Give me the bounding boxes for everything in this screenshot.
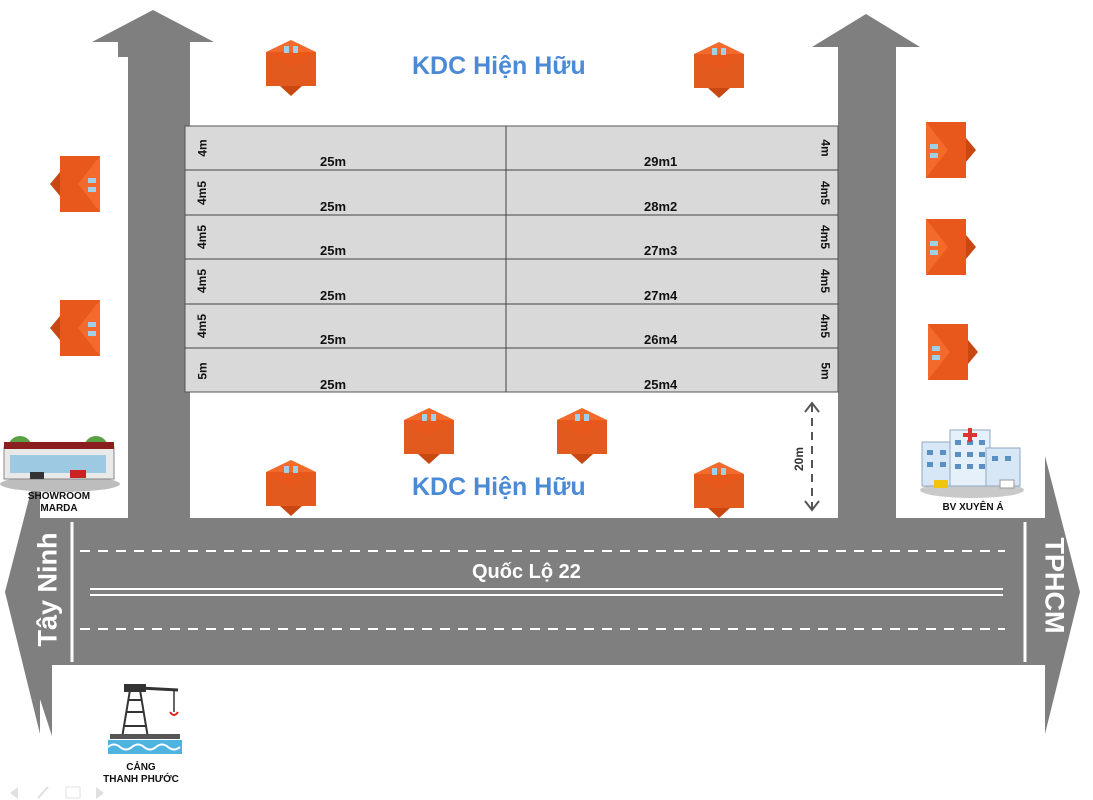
lot-left-width: 4m5: [195, 180, 210, 206]
road-name-label: Quốc Lộ 22: [472, 561, 581, 583]
lot-left-length: 25m: [320, 154, 347, 169]
left-vertical-road: [128, 55, 190, 520]
setback-arrow: [804, 401, 820, 512]
house-icon: [694, 462, 744, 518]
lot-left-width: 4m: [195, 139, 210, 157]
house-icon: [266, 40, 316, 96]
lot-right-width: 4m5: [818, 180, 833, 206]
lot-right-length: 28m2: [644, 199, 678, 214]
right-road-arrowhead: [812, 14, 920, 47]
right-vertical-road: [838, 55, 896, 520]
west-direction-label: Tây Ninh: [32, 532, 63, 647]
lot-left-length: 25m: [320, 199, 347, 214]
lot-left-width: 4m5: [195, 224, 210, 250]
house-icon: [926, 219, 976, 275]
lot-right-length: 27m3: [644, 243, 678, 258]
showroom-caption-line2: MARDA: [40, 503, 78, 514]
setback-label: 20m: [792, 446, 807, 472]
lot-right-width: 4m5: [818, 224, 833, 250]
house-icon: [404, 408, 454, 464]
showroom-caption-line1: SHOWROOM: [27, 491, 91, 502]
hospital-icon: [920, 428, 1024, 498]
lot-left-width: 4m5: [195, 313, 210, 339]
lot-right-length: 25m4: [644, 377, 678, 392]
lot-left-length: 25m: [320, 243, 347, 258]
house-icon: [557, 408, 607, 464]
kdc-top-label: KDC Hiện Hữu: [412, 52, 586, 80]
lots-grid: [184, 125, 839, 393]
lot-right-length: 27m4: [644, 288, 678, 303]
house-icon: [926, 122, 976, 178]
house-icon: [266, 460, 316, 516]
lot-right-width: 4m5: [818, 268, 833, 294]
lot-left-length: 25m: [320, 288, 347, 303]
slide-toolbar-icons: [10, 786, 104, 799]
east-direction-label: TPHCM: [1039, 537, 1070, 634]
house-icon: [50, 156, 100, 212]
lot-left-length: 25m: [320, 377, 347, 392]
lot-left-length: 25m: [320, 332, 347, 347]
lot-left-width: 5m: [195, 362, 210, 380]
left-road-arrowhead: [92, 10, 214, 42]
port-caption-line1: CẢNG: [126, 762, 156, 773]
lot-right-length: 26m4: [644, 332, 678, 347]
port-crane-icon: [107, 684, 182, 754]
lot-left-width: 4m5: [195, 268, 210, 294]
port-caption-line2: THANH PHƯỚC: [103, 774, 179, 785]
lot-right-width: 4m5: [818, 313, 833, 339]
hospital-caption: BV XUYÊN Á: [942, 502, 1004, 513]
house-icon: [694, 42, 744, 98]
kdc-bottom-label: KDC Hiện Hữu: [412, 473, 586, 501]
port-caption: CẢNG THANH PHƯỚC: [96, 762, 186, 786]
showroom-icon: [0, 436, 120, 492]
house-icon: [50, 300, 100, 356]
lot-right-length: 29m1: [644, 154, 678, 169]
lot-right-width: 4m: [818, 139, 833, 157]
lot-right-width: 5m: [818, 362, 833, 380]
showroom-caption: SHOWROOM MARDA: [14, 491, 104, 515]
west-arrowhead: [5, 518, 52, 736]
house-icon: [928, 324, 978, 380]
